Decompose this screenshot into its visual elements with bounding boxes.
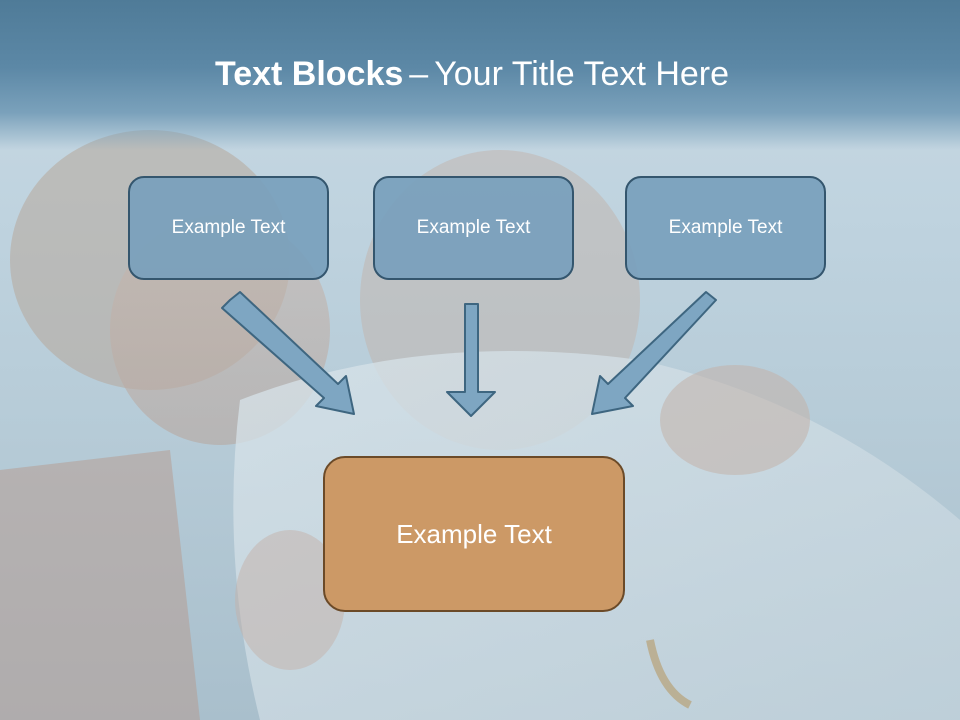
text-block-top-left-label: Example Text [171,217,286,238]
arrow-right-icon[interactable] [591,291,717,415]
title-bold: Text Blocks [214,55,404,93]
text-block-top-center-label: Example Text [416,217,531,238]
title-rest: Your Title Text Here [434,55,730,93]
arrow-center-icon[interactable] [446,303,496,417]
photo-hand-lower [235,530,345,670]
text-block-top-right[interactable]: Example Text [625,176,826,280]
photo-bracelet [646,639,692,709]
photo-hand-shoulder [660,365,810,475]
title-band [0,0,960,150]
text-block-main-label: Example Text [396,518,552,549]
title-dash: – [409,55,429,93]
text-block-top-right-label: Example Text [668,217,783,238]
photo-scarf [0,450,200,720]
arrow-left-icon[interactable] [221,291,355,415]
text-block-top-left[interactable]: Example Text [128,176,329,280]
text-block-main[interactable]: Example Text [323,456,625,612]
slide-title[interactable]: Text Blocks–Your Title Text Here [0,52,944,96]
text-block-top-center[interactable]: Example Text [373,176,574,280]
